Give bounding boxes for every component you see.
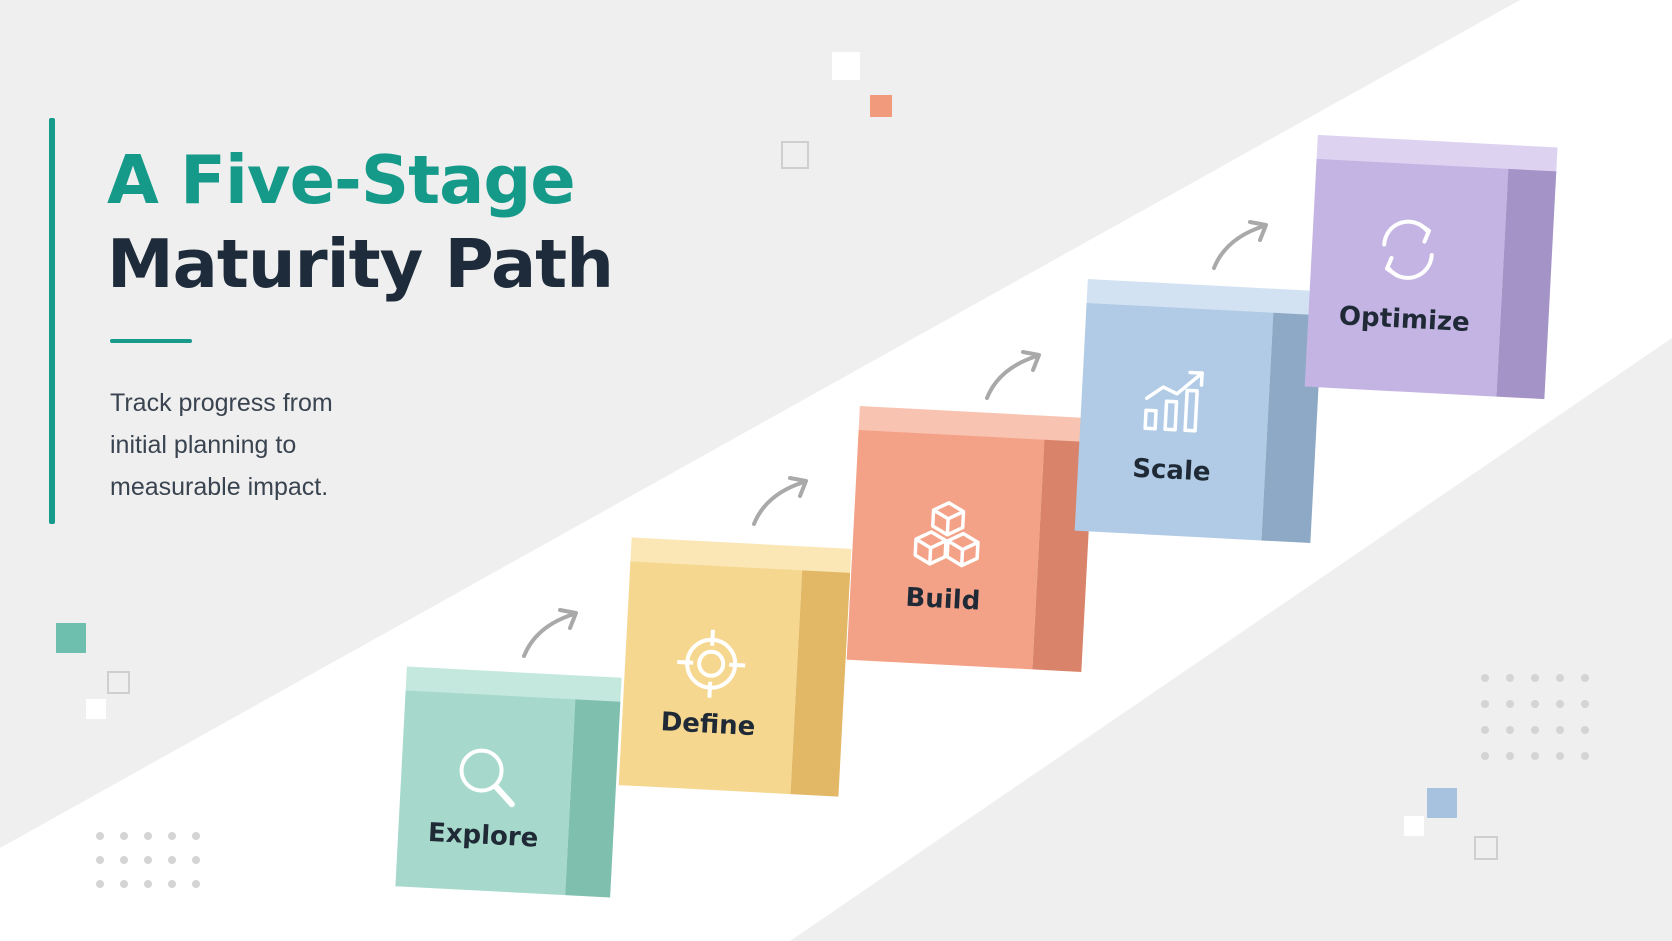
title-line-1: A Five-Stage bbox=[107, 141, 576, 219]
arrow-icon-1 bbox=[522, 608, 578, 658]
search-icon bbox=[459, 748, 515, 808]
stage-build: Build bbox=[846, 406, 1095, 676]
accent-bar bbox=[49, 118, 55, 524]
stage-explore: Explore bbox=[395, 666, 622, 898]
subtitle-line-2: initial planning to bbox=[110, 431, 297, 459]
title-divider bbox=[110, 339, 192, 343]
dot-grid-right bbox=[1481, 674, 1589, 760]
arrow-icon-4 bbox=[1212, 220, 1268, 270]
decor-square-white-left bbox=[86, 699, 106, 719]
arrow-icon-2 bbox=[752, 476, 808, 526]
arrow-icon-3 bbox=[985, 350, 1041, 400]
decor-square-teal bbox=[56, 623, 86, 653]
cycle-icon bbox=[1382, 219, 1434, 280]
growth-chart-icon bbox=[1143, 370, 1204, 433]
page-title: A Five-Stage Maturity Path bbox=[107, 138, 614, 306]
subtitle-line-1: Track progress from bbox=[110, 389, 333, 417]
decor-square-white-right bbox=[1404, 816, 1424, 836]
subtitle: Track progress from initial planning to … bbox=[110, 382, 333, 508]
decor-square-white-top bbox=[832, 52, 860, 80]
decor-square-outline-top bbox=[781, 141, 809, 169]
subtitle-line-3: measurable impact. bbox=[110, 473, 329, 501]
stage-optimize: Optimize bbox=[1304, 134, 1558, 403]
target-icon bbox=[677, 629, 746, 698]
decor-square-orange bbox=[870, 95, 892, 117]
dot-grid-left bbox=[96, 832, 200, 888]
stage-scale: Scale bbox=[1074, 278, 1324, 547]
cubes-icon bbox=[912, 501, 980, 568]
decor-square-blue bbox=[1427, 788, 1457, 818]
title-line-2: Maturity Path bbox=[107, 225, 614, 303]
decor-square-outline-right bbox=[1474, 836, 1498, 860]
decor-square-outline-left bbox=[107, 671, 130, 694]
stage-define: Define bbox=[618, 537, 852, 798]
